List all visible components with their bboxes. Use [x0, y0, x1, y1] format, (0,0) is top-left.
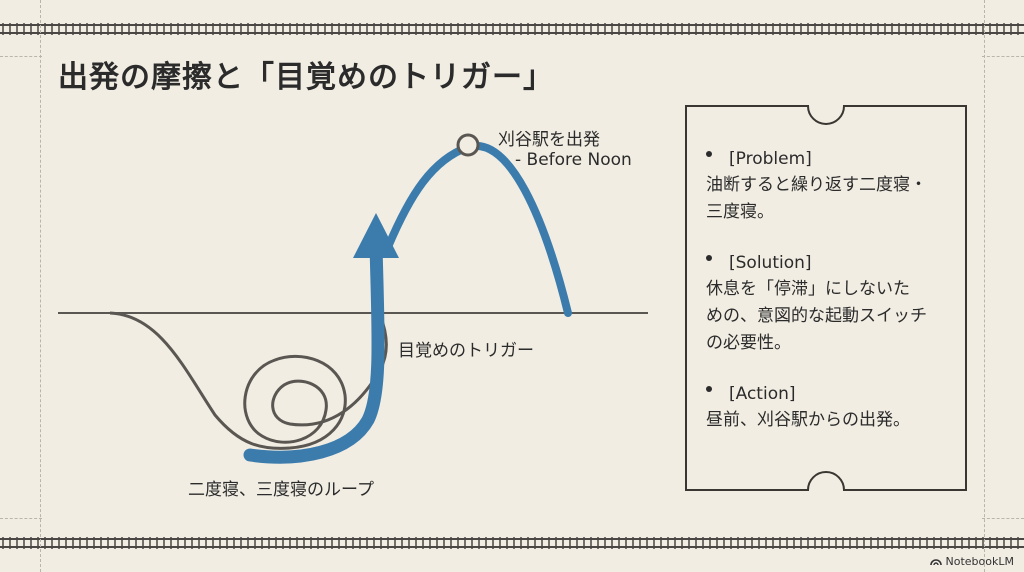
list-item: [Action] 昼前、刈谷駅からの出発。	[706, 381, 956, 434]
bullet-body: 油断すると繰り返す二度寝・ 三度寝。	[706, 175, 927, 222]
peak-label-line1: 刈谷駅を出発	[498, 130, 600, 150]
guide-corner-tr	[982, 56, 1024, 57]
guide-line-left	[40, 0, 41, 572]
brand-label: NotebookLM	[945, 555, 1014, 568]
brand-watermark: NotebookLM	[929, 555, 1014, 568]
sleep-dip-curve	[109, 311, 291, 450]
sleep-loop-spiral	[243, 314, 388, 450]
bottom-rail-border	[0, 537, 1024, 549]
trigger-label: 目覚めのトリガー	[398, 341, 534, 361]
loop-label: 二度寝、三度寝のループ	[188, 480, 374, 500]
guide-corner-tl	[0, 56, 42, 57]
notebooklm-logo-icon	[929, 559, 942, 566]
bullet-dot	[706, 151, 712, 157]
bullet-body: 休息を「停滞」にしないた めの、意図的な起動スイッチ の必要性。	[706, 279, 927, 353]
top-rail-border	[0, 23, 1024, 35]
page-title: 出発の摩擦と「目覚めのトリガー」	[58, 60, 554, 95]
bullet-heading: [Solution]	[729, 253, 812, 273]
bullet-dot	[706, 386, 712, 392]
trigger-arrow-shaft	[243, 238, 385, 464]
bullet-dot	[706, 255, 712, 261]
list-item: [Solution] 休息を「停滞」にしないた めの、意図的な起動スイッチ の必…	[706, 250, 956, 357]
guide-corner-bl	[0, 518, 42, 519]
ticket-card	[685, 105, 967, 491]
peak-marker	[456, 133, 480, 157]
peak-label-line2: - Before Noon	[515, 150, 632, 170]
bullet-heading: [Action]	[729, 384, 796, 404]
bullet-body: 昼前、刈谷駅からの出発。	[706, 410, 910, 430]
list-item: [Problem] 油断すると繰り返す二度寝・ 三度寝。	[706, 146, 956, 226]
guide-corner-br	[982, 518, 1024, 519]
bullet-heading: [Problem]	[729, 149, 812, 169]
guide-line-right	[984, 0, 985, 572]
ticket-bullet-list: [Problem] 油断すると繰り返す二度寝・ 三度寝。 [Solution] …	[706, 146, 956, 458]
